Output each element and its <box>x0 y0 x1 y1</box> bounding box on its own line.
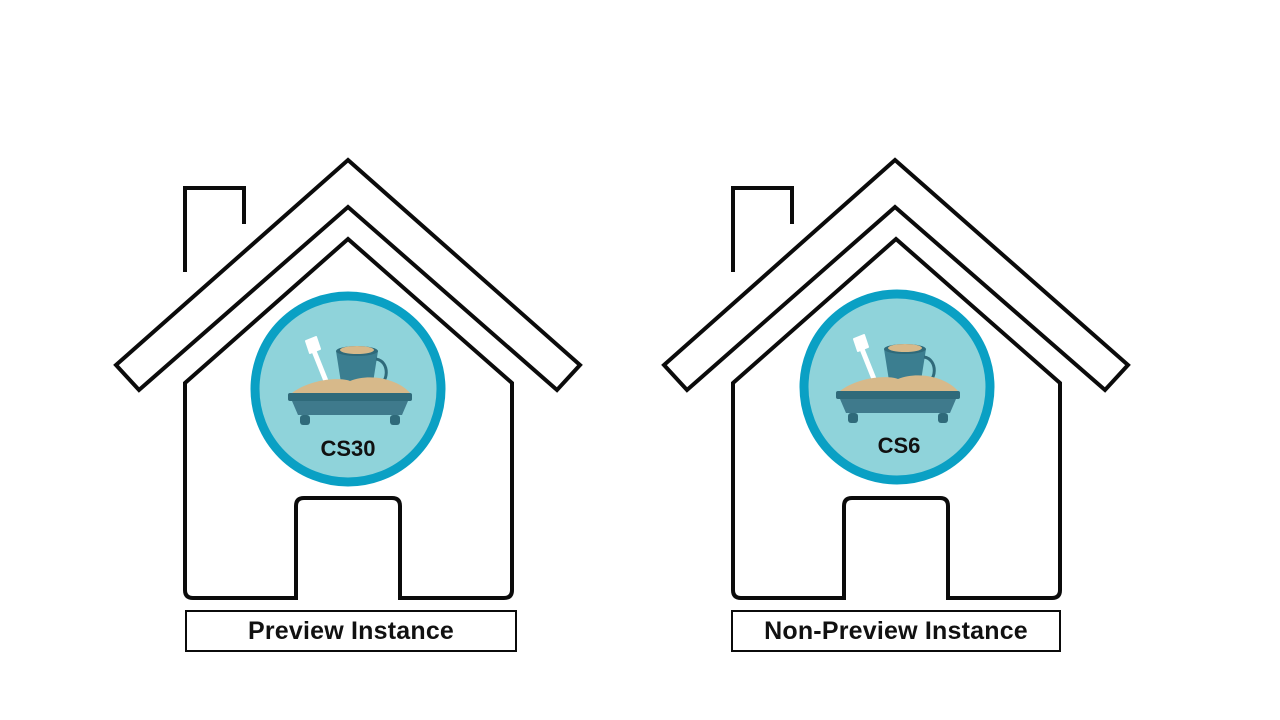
roof-eave-left <box>113 157 583 393</box>
instance-label-right: Non-Preview Instance <box>731 610 1061 652</box>
sandbox-code-label: CS30 <box>320 436 375 461</box>
chimney-left <box>183 186 246 272</box>
house-right: CS6 <box>661 157 1131 600</box>
house-left: CS30 <box>113 157 583 600</box>
sandbox-badge-left: CS30 <box>250 291 446 487</box>
roof-eave-right <box>661 157 1131 393</box>
sandbox-code-label: CS6 <box>878 433 921 458</box>
house-wall-right <box>731 236 1062 600</box>
instance-label-left: Preview Instance <box>185 610 517 652</box>
house-wall-left <box>183 236 514 600</box>
sandbox-badge-right: CS6 <box>799 289 995 485</box>
chimney-right <box>731 186 794 272</box>
